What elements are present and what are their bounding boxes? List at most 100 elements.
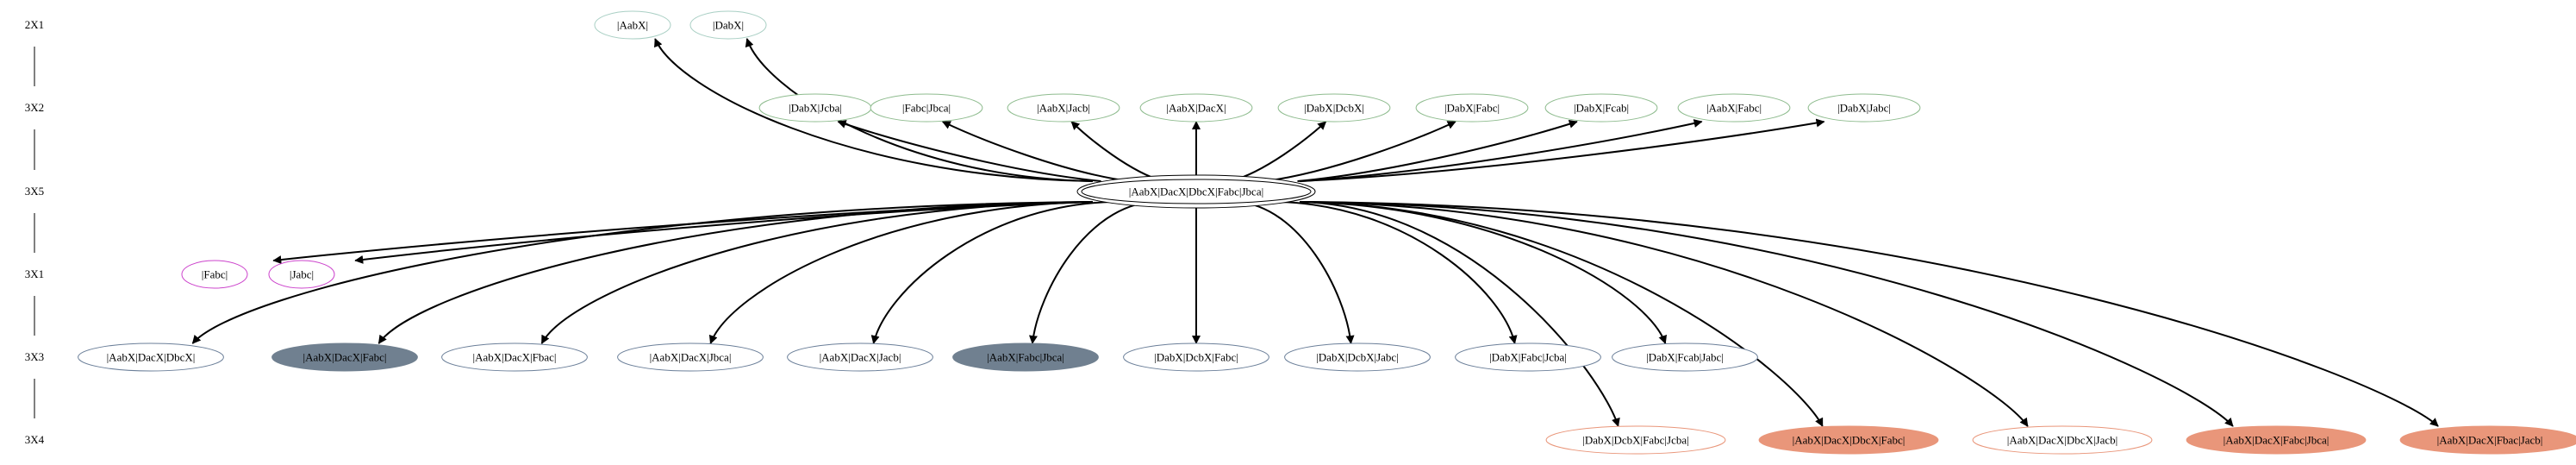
node-shape (2399, 425, 2576, 455)
node-n-aabx[interactable]: |AabX| (594, 10, 671, 40)
rank-label-3x4: 3X4 (25, 433, 45, 446)
node-shape (2186, 425, 2367, 455)
node-n-root[interactable]: |AabX|DacX|DbcX|Fabc|Jbca| (1076, 174, 1316, 209)
node-shape (441, 342, 588, 372)
node-label: |DabX|DcbX|Jabc| (1316, 351, 1399, 364)
edge-n_root-n_3_3 (540, 201, 1094, 344)
edge-n_root-n_aabx (654, 38, 1094, 182)
edge-n_root-n_3_1 (191, 201, 1094, 344)
node-shape (1123, 342, 1269, 372)
edge-n_root-n_aabx_fabc (1299, 119, 1703, 182)
node-label: |AabX|DacX| (1166, 102, 1226, 115)
node-n-3-3[interactable]: |AabX|DacX|Fbac| (441, 342, 588, 372)
edge-n_root-n_dabx_jcba (837, 120, 1101, 182)
node-shape (594, 10, 671, 40)
node-n-fabc-jbca[interactable]: |Fabc|Jbca| (870, 93, 983, 123)
edge-n_root-n_3_4 (708, 201, 1094, 344)
node-shape (617, 342, 764, 372)
edge-n_root-n_dabx_fabc (1264, 121, 1456, 182)
edge-n_root-n_fabc (272, 201, 1094, 265)
node-label: |Fabc|Jbca| (902, 102, 951, 115)
node-shape (1007, 93, 1120, 123)
node-n-dabx-jcba[interactable]: |DabX|Jcba| (758, 93, 872, 123)
node-label: |AabX|DacX|DbcX| (107, 351, 196, 364)
node-label: |DabX|DcbX| (1304, 102, 1364, 115)
node-label: |AabX|DacX|Fabc| (303, 351, 386, 364)
node-n-4-5[interactable]: |AabX|DacX|Fbac|Jacb| (2399, 425, 2576, 455)
node-n-dabx-fcab[interactable]: |DabX|Fcab| (1544, 93, 1658, 123)
node-label: |DabX|Jabc| (1837, 102, 1891, 115)
node-label: |AabX|DacX|Jacb| (820, 351, 901, 364)
node-label: |DabX|Fcab|Jabc| (1646, 351, 1724, 364)
node-label: |AabX|Fabc|Jbca| (987, 351, 1064, 364)
node-n-dabx[interactable]: |DabX| (689, 10, 767, 40)
edge-n_root-n_4_2 (1299, 201, 1824, 427)
node-n-jabc[interactable]: |Jabc| (268, 260, 335, 289)
node-shape (1972, 425, 2153, 455)
node-shape (1612, 342, 1758, 372)
node-shape (787, 342, 933, 372)
node-label: |AabX|DacX|DbcX|Fabc|Jbca| (1129, 185, 1263, 198)
node-n-3-5[interactable]: |AabX|DacX|Jacb| (787, 342, 933, 372)
node-shape (689, 10, 767, 40)
rank-label-3x5: 3X5 (25, 185, 44, 198)
node-layer: |AabX| |DabX| |DabX|Jcba| |Fabc|Jbca| |AabX|… (78, 10, 2576, 455)
node-label: |DabX| (713, 19, 744, 32)
node-label: |AabX|DacX|Jbca| (650, 351, 732, 364)
rank-label-3x3: 3X3 (25, 350, 44, 363)
node-n-3-7[interactable]: |DabX|DcbX|Fabc| (1123, 342, 1269, 372)
edge-n_root-n_3_9 (1279, 201, 1518, 344)
node-label: |AabX|DacX|Fbac|Jacb| (2437, 434, 2543, 447)
node-n-aabx-dacx[interactable]: |AabX|DacX| (1139, 93, 1253, 123)
node-shape (181, 260, 248, 289)
node-n-3-10[interactable]: |DabX|Fcab|Jabc| (1612, 342, 1758, 372)
node-shape (78, 342, 224, 372)
node-label: |AabX|DacX|Fbac| (472, 351, 556, 364)
edge-n_root-n_fabc_jbca (941, 121, 1129, 182)
node-n-3-4[interactable]: |AabX|DacX|Jbca| (617, 342, 764, 372)
edge-n_root-n_dabx (745, 38, 1094, 182)
node-n-3-8[interactable]: |DabX|DcbX|Jabc| (1284, 342, 1431, 372)
node-shape (1076, 174, 1316, 209)
node-n-3-2[interactable]: |AabX|DacX|Fabc| (271, 342, 418, 372)
node-n-dabx-jabc[interactable]: |DabX|Jabc| (1807, 93, 1921, 123)
node-n-fabc[interactable]: |Fabc| (181, 260, 248, 289)
node-shape (1544, 93, 1658, 123)
node-label: |DabX|DcbX|Fabc| (1154, 351, 1238, 364)
node-label: |AabX|DacX|DbcX|Fabc| (1793, 434, 1905, 447)
node-n-4-2[interactable]: |AabX|DacX|DbcX|Fabc| (1758, 425, 1939, 455)
node-label: |DabX|Jcba| (789, 102, 842, 115)
rank-label-3x2: 3X2 (25, 101, 44, 114)
node-label: |AabX| (617, 19, 648, 32)
node-shape (1758, 425, 1939, 455)
edge-n_root-n_3_8 (1236, 201, 1355, 344)
node-n-3-6[interactable]: |AabX|Fabc|Jbca| (952, 342, 1099, 372)
node-n-aabx-jacb[interactable]: |AabX|Jacb| (1007, 93, 1120, 123)
node-n-4-4[interactable]: |AabX|DacX|Fabc|Jbca| (2186, 425, 2367, 455)
node-n-aabx-fabc[interactable]: |AabX|Fabc| (1677, 93, 1791, 123)
node-shape (1284, 342, 1431, 372)
edge-n_root-n_dabx_jabc (1299, 118, 1825, 182)
node-n-dabx-dcbx[interactable]: |DabX|DcbX| (1277, 93, 1391, 123)
node-shape (1415, 93, 1529, 123)
node-shape (952, 342, 1099, 372)
node-n-3-9[interactable]: |DabX|Fabc|Jcba| (1455, 342, 1601, 372)
rank-label-3x1: 3X1 (25, 267, 44, 280)
edge-n_root-n_4_1 (1299, 201, 1620, 427)
node-label: |DabX|Fabc| (1444, 102, 1500, 115)
node-label: |DabX|Fcab| (1574, 102, 1629, 115)
node-n-3-1[interactable]: |AabX|DacX|DbcX| (78, 342, 224, 372)
node-n-4-1[interactable]: |DabX|DcbX|Fabc|Jcba| (1545, 425, 1726, 455)
node-label: |AabX|Fabc| (1706, 102, 1762, 115)
node-shape (1807, 93, 1921, 123)
node-shape (1139, 93, 1253, 123)
node-label: |Jabc| (290, 268, 314, 281)
node-shape (1677, 93, 1791, 123)
node-n-dabx-fabc[interactable]: |DabX|Fabc| (1415, 93, 1529, 123)
node-shape-inner (1081, 179, 1312, 204)
node-shape (1545, 425, 1726, 455)
node-n-4-3[interactable]: |AabX|DacX|DbcX|Jacb| (1972, 425, 2153, 455)
node-shape (1455, 342, 1601, 372)
